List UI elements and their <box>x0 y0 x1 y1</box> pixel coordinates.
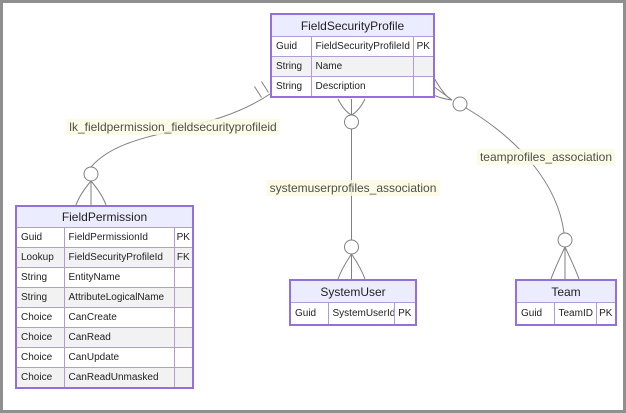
zero-circle-icon <box>344 239 359 255</box>
entity-table-systemuser[interactable]: SystemUser Guid SystemUserId PK <box>289 279 417 326</box>
attr-key-cell: PK <box>595 302 617 326</box>
crow-foot-icon <box>351 98 366 116</box>
attribute-row: String AttributeLogicalName <box>15 287 194 308</box>
entity-table-fieldsecurityprofile[interactable]: FieldSecurityProfile Guid FieldSecurityP… <box>270 13 436 98</box>
attribute-row: Choice CanRead <box>15 327 194 348</box>
entity-table-fieldpermission[interactable]: FieldPermission Guid FieldPermissionId P… <box>15 205 194 389</box>
attr-key-cell <box>173 367 194 389</box>
entity-title: Team <box>515 279 617 303</box>
attr-key-cell: FK <box>173 247 194 268</box>
attr-name-cell: FieldSecurityProfileId <box>63 247 175 268</box>
attr-key-cell <box>173 267 194 288</box>
crow-foot-icon <box>337 253 352 280</box>
crow-foot-icon <box>337 98 352 116</box>
attr-type-cell: String <box>15 267 65 288</box>
attr-type-cell: Choice <box>15 307 65 328</box>
attribute-row: Choice CanCreate <box>15 307 194 328</box>
attribute-row: Guid SystemUserId PK <box>289 302 417 326</box>
entity-title: SystemUser <box>289 279 417 303</box>
attr-type-cell: String <box>270 76 312 98</box>
attribute-row: String Description <box>270 76 435 98</box>
zero-circle-icon <box>452 96 468 112</box>
zero-circle-icon <box>344 114 359 130</box>
one-tick-icon <box>254 86 262 98</box>
attr-name-cell: Description <box>310 76 414 98</box>
zero-circle-icon <box>557 232 573 248</box>
attr-key-cell <box>412 76 435 98</box>
attribute-row: Guid FieldSecurityProfileId PK <box>270 36 435 57</box>
attr-type-cell: Choice <box>15 347 65 368</box>
attr-name-cell: CanCreate <box>63 307 175 328</box>
relationship-line-team <box>465 107 565 234</box>
entity-table-team[interactable]: Team Guid TeamID PK <box>515 279 617 326</box>
crow-foot-icon <box>550 246 566 280</box>
attribute-row: Guid TeamID PK <box>515 302 617 326</box>
attribute-row: String EntityName <box>15 267 194 288</box>
attr-name-cell: FieldPermissionId <box>63 227 175 248</box>
attr-key-cell <box>173 327 194 348</box>
attribute-row: Choice CanReadUnmasked <box>15 367 194 389</box>
crow-foot-icon <box>432 85 453 101</box>
attr-type-cell: Guid <box>270 36 312 57</box>
attr-type-cell: Lookup <box>15 247 65 268</box>
attr-name-cell: FieldSecurityProfileId <box>310 36 414 57</box>
attr-type-cell: Guid <box>289 302 329 326</box>
crow-foot-icon <box>90 180 107 206</box>
attr-key-cell: PK <box>173 227 194 248</box>
attr-key-cell <box>173 307 194 328</box>
attribute-row: Guid FieldPermissionId PK <box>15 227 194 248</box>
attr-name-cell: AttributeLogicalName <box>63 287 175 308</box>
attr-type-cell: Guid <box>515 302 555 326</box>
attr-name-cell: Name <box>310 56 414 77</box>
crow-foot-icon <box>75 180 92 206</box>
relationship-label-fieldpermission: lk_fieldpermission_fieldsecurityprofilei… <box>66 119 280 135</box>
attr-name-cell: CanUpdate <box>63 347 175 368</box>
attr-name-cell: EntityName <box>63 267 175 288</box>
zero-circle-icon <box>83 166 99 182</box>
attr-key-cell <box>173 347 194 368</box>
attr-key-cell: PK <box>412 36 435 57</box>
attr-key-cell <box>412 56 435 77</box>
attribute-row: Choice CanUpdate <box>15 347 194 368</box>
attribute-row: Lookup FieldSecurityProfileId FK <box>15 247 194 268</box>
attr-name-cell: CanReadUnmasked <box>63 367 175 389</box>
entity-title: FieldSecurityProfile <box>270 13 435 37</box>
attribute-row: String Name <box>270 56 435 77</box>
attr-key-cell <box>173 287 194 308</box>
attr-type-cell: Choice <box>15 367 65 389</box>
attr-name-cell: CanRead <box>63 327 175 348</box>
crow-foot-icon <box>564 246 580 280</box>
attr-name-cell: TeamID <box>553 302 597 326</box>
relationship-label-team: teamprofiles_association <box>476 149 616 165</box>
attr-name-cell: SystemUserId <box>327 302 395 326</box>
attr-type-cell: String <box>270 56 312 77</box>
attr-key-cell: PK <box>393 302 417 326</box>
entity-title: FieldPermission <box>15 205 194 228</box>
attr-type-cell: Choice <box>15 327 65 348</box>
relationship-label-systemuser: systemuserprofiles_association <box>266 180 440 196</box>
crow-foot-icon <box>351 253 366 280</box>
attr-type-cell: Guid <box>15 227 65 248</box>
one-tick-icon <box>261 81 269 93</box>
attr-type-cell: String <box>15 287 65 308</box>
